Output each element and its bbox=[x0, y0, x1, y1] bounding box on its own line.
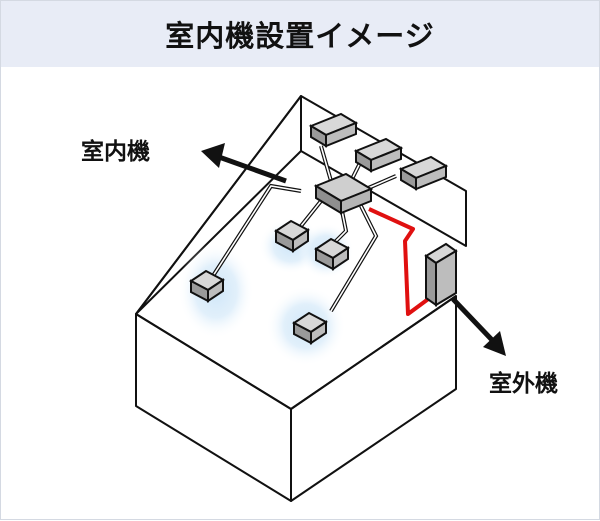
front-left-face bbox=[135, 313, 292, 502]
outdoor-arrow-head bbox=[483, 331, 506, 356]
left-top-edge bbox=[135, 95, 302, 315]
outdoor-unit-icon bbox=[424, 242, 458, 307]
indoor-unit-icon bbox=[274, 219, 310, 253]
arrow-icon bbox=[201, 143, 287, 184]
title-bar: 室内機設置イメージ bbox=[1, 1, 599, 67]
page-title: 室内機設置イメージ bbox=[165, 19, 435, 53]
branch-controller-icon bbox=[313, 172, 374, 215]
ceiling-units bbox=[189, 219, 350, 345]
indoor-unit-icon bbox=[314, 237, 350, 271]
indoor-arrow-head bbox=[201, 143, 225, 168]
outdoor-arrow-shaft bbox=[451, 297, 495, 343]
indoor-arrow-shaft bbox=[218, 154, 287, 184]
arrow-icon bbox=[451, 297, 506, 356]
indoor-unit-label: 室内機 bbox=[81, 139, 150, 165]
front-top-edge bbox=[135, 313, 292, 410]
indoor-unit-icon bbox=[398, 155, 449, 191]
wall-mounted-units bbox=[308, 112, 449, 191]
refrigerant-pipe bbox=[368, 207, 433, 316]
indoor-unit-icon bbox=[292, 311, 328, 345]
indoor-unit-icon bbox=[189, 269, 225, 303]
indoor-unit-icon bbox=[353, 137, 404, 173]
outdoor-unit-label: 室外機 bbox=[489, 371, 558, 397]
right-top-edge bbox=[290, 295, 457, 410]
indoor-unit-icon bbox=[308, 112, 359, 148]
